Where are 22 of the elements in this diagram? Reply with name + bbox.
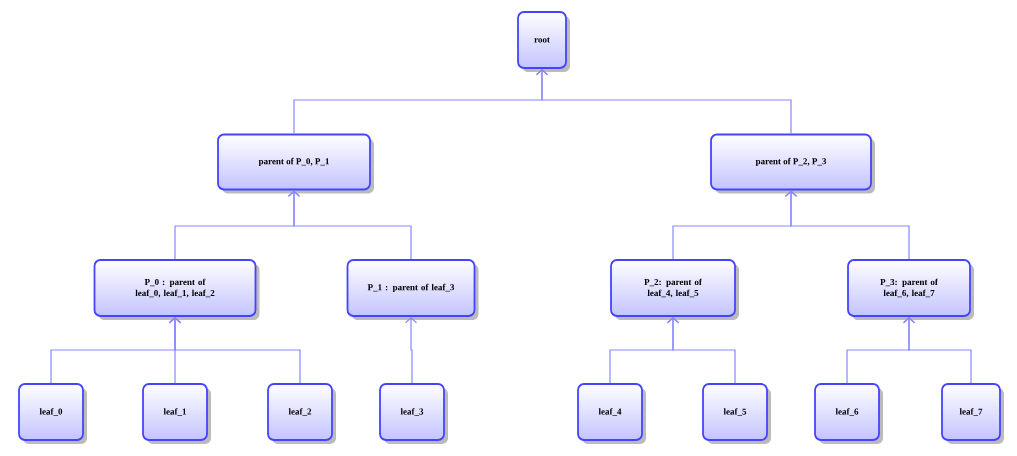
connector-arrow <box>784 190 910 260</box>
rounded-box: P_3: parent of leaf_6, leaf_7 <box>847 259 974 320</box>
rounded-box: leaf_4 <box>577 383 646 444</box>
rounded-box: leaf_7 <box>941 383 1004 444</box>
rounded-box: leaf_6 <box>814 383 883 444</box>
rounded-box: root <box>517 11 570 72</box>
rounded-box: leaf_3 <box>379 383 448 444</box>
rounded-box: leaf_0 <box>18 383 87 444</box>
rounded-box: parent of P_2, P_3 <box>710 133 875 194</box>
rounded-box: P_2: parent of leaf_4, leaf_5 <box>610 259 739 320</box>
connector-arrow <box>902 316 972 384</box>
connector-arrow <box>404 316 418 384</box>
connector-arrow <box>666 316 736 384</box>
rounded-box: P_0 : parent of leaf_0, leaf_1, leaf_2 <box>93 259 260 320</box>
rounded-box: P_1 : parent of leaf_3 <box>346 259 479 320</box>
rounded-box: leaf_2 <box>267 383 336 444</box>
connector-arrow <box>535 68 792 135</box>
rounded-box: leaf_1 <box>142 383 211 444</box>
rounded-box: parent of P_0, P_1 <box>217 133 374 194</box>
rounded-box: leaf_5 <box>702 383 771 444</box>
connector-arrow <box>287 190 412 260</box>
connector-arrow <box>168 316 301 384</box>
